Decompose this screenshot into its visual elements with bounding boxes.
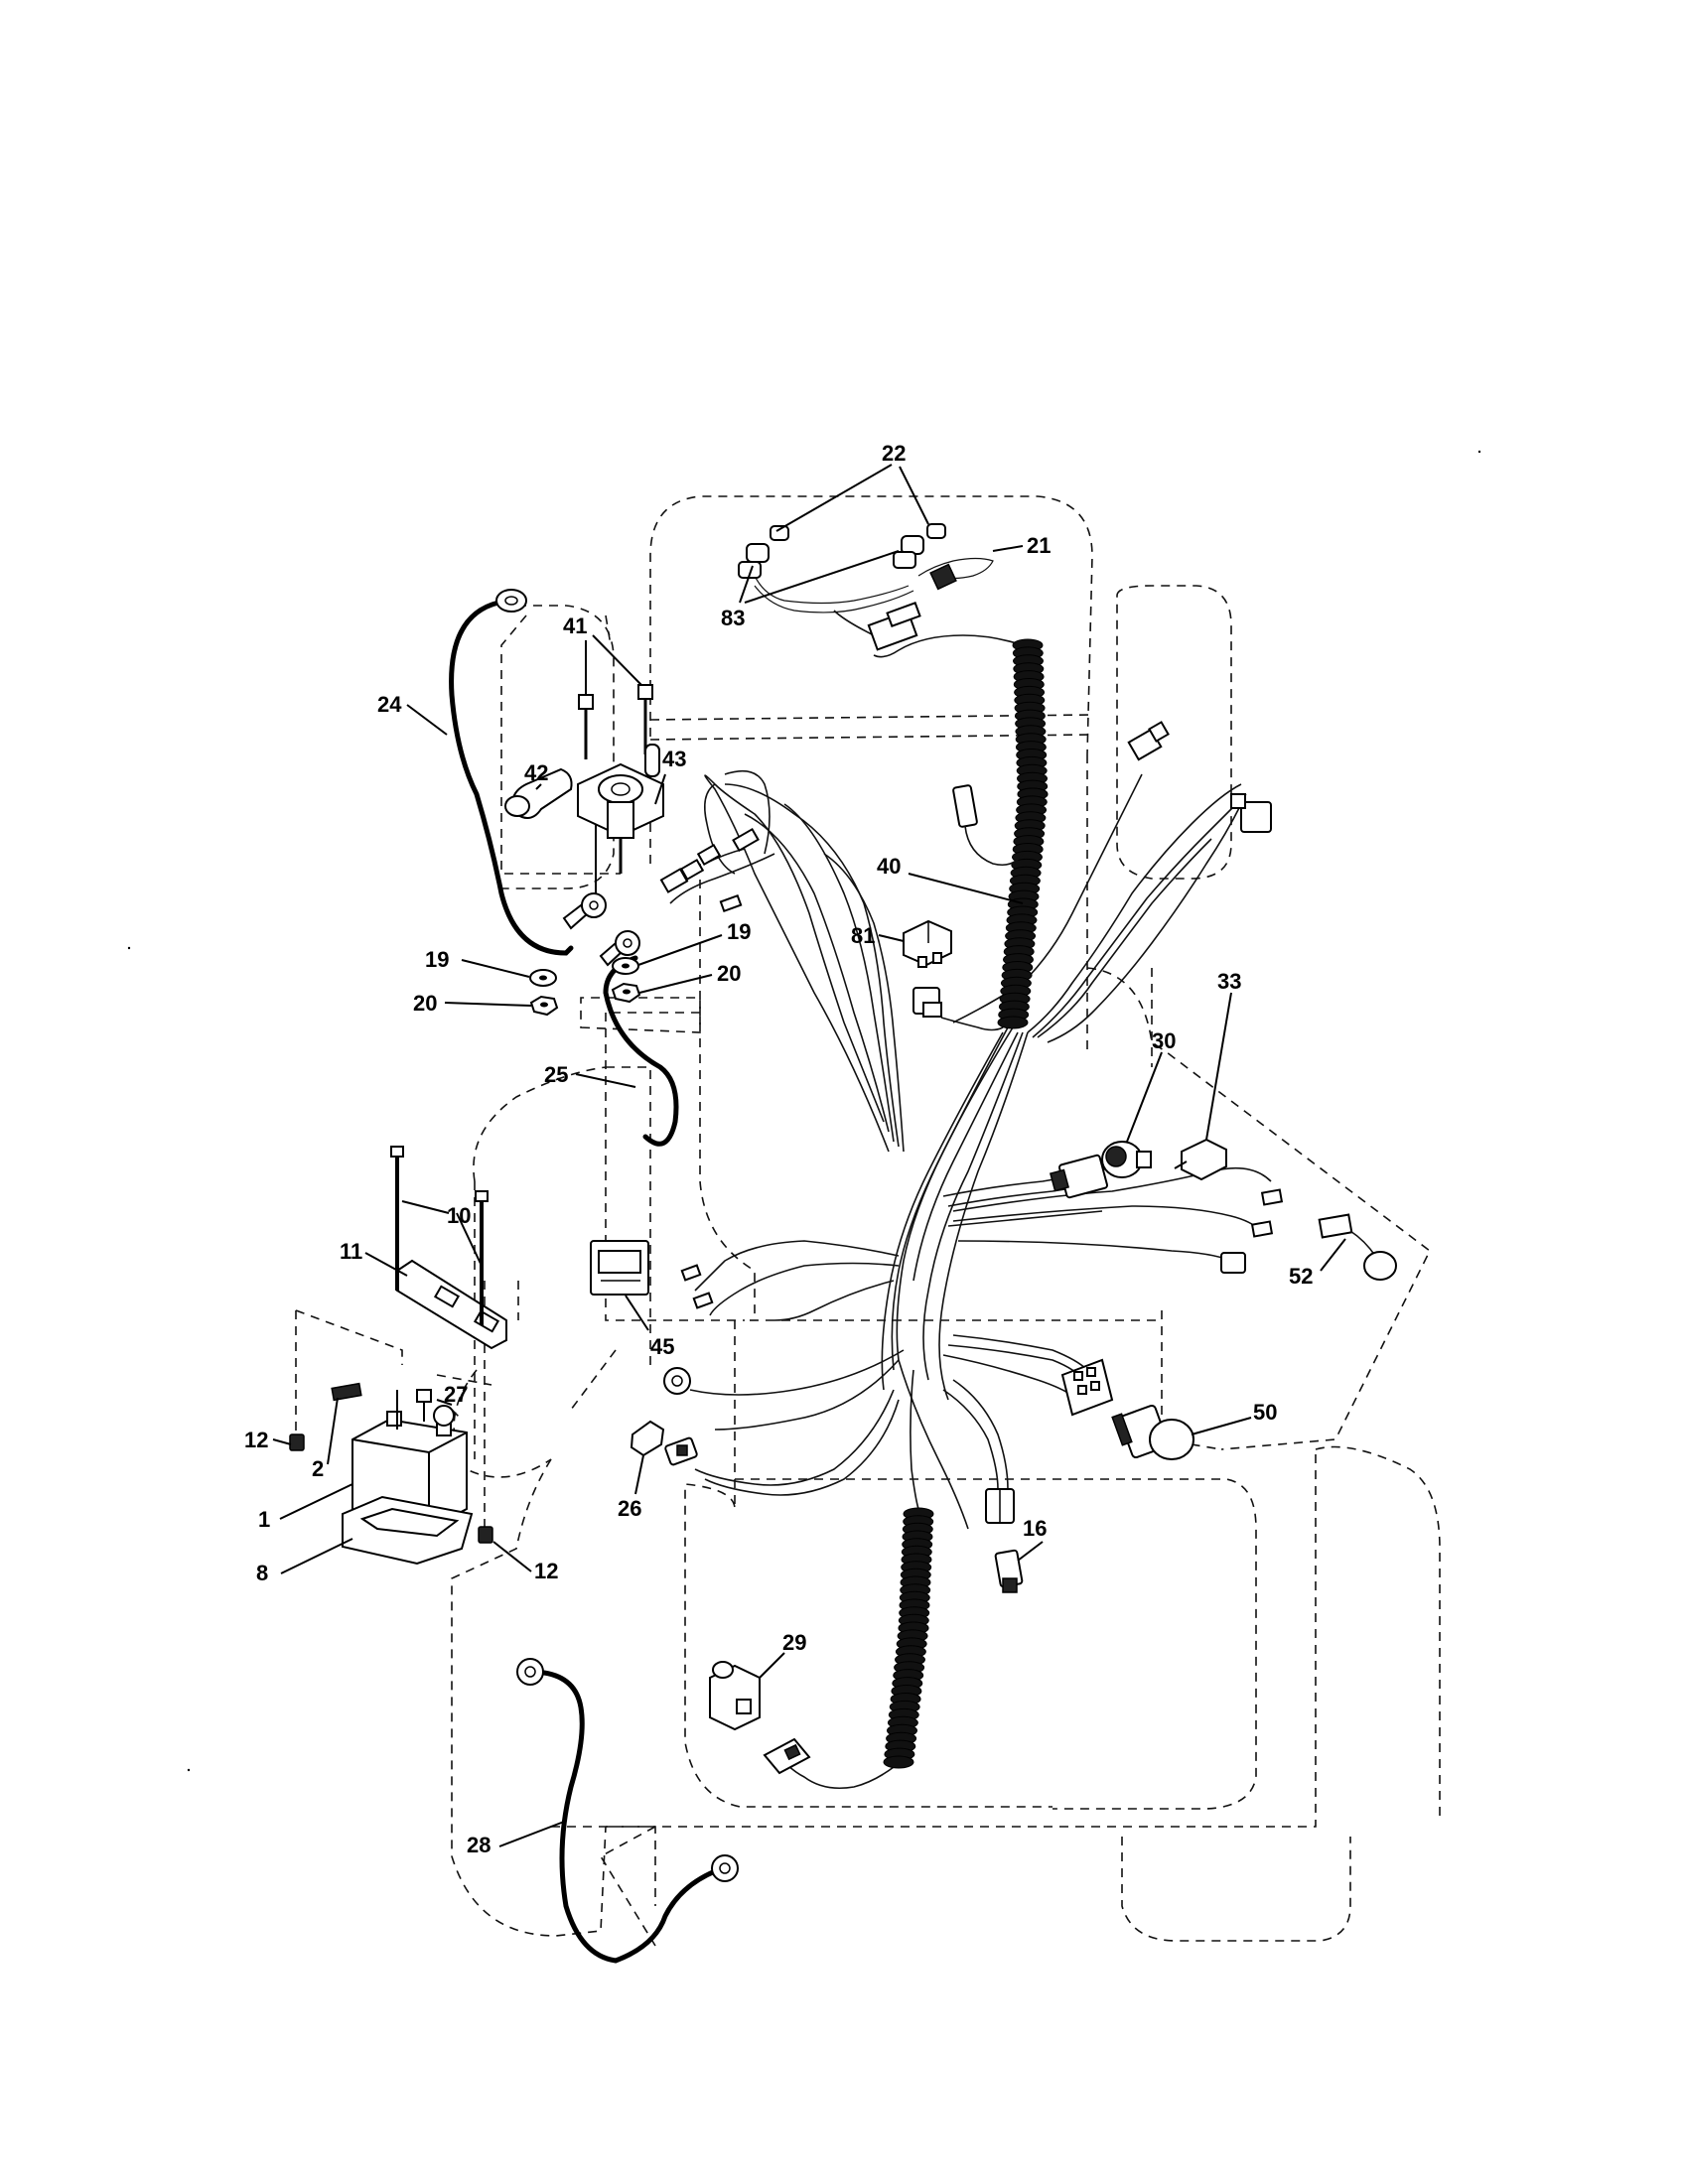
- coil-segment: [883, 1755, 914, 1769]
- callout-2: 2: [312, 1456, 324, 1481]
- seat-switch-29: [709, 1661, 761, 1731]
- connector-29: [763, 1737, 811, 1775]
- ring-terminal-24: [562, 892, 607, 930]
- relay-socket: [912, 987, 942, 1018]
- connector-16: [994, 1549, 1024, 1593]
- callout-40: 40: [877, 854, 901, 879]
- switch-50: [1111, 1404, 1194, 1460]
- callout-28: 28: [467, 1833, 491, 1857]
- wire-harness: [669, 557, 1272, 1790]
- wing-nut-12-right: [478, 1526, 493, 1544]
- battery-terminal-connector: [433, 1405, 455, 1427]
- ring-terminal-25: [599, 930, 640, 967]
- callout-30: 30: [1152, 1028, 1176, 1053]
- connector-6pin: [1060, 1358, 1114, 1417]
- connector-hood-right: [1230, 793, 1272, 833]
- callout-10: 10: [447, 1203, 471, 1228]
- callout-33: 33: [1217, 969, 1241, 994]
- connector-right-3: [1220, 1252, 1246, 1274]
- callout-50: 50: [1253, 1400, 1277, 1425]
- wing-nut-12-left: [289, 1433, 305, 1451]
- switch-33: [1174, 1138, 1227, 1181]
- callout-41: 41: [563, 614, 587, 638]
- callout-24: 24: [377, 692, 402, 717]
- hold-down-rods: [390, 1146, 489, 1325]
- callout-43: 43: [662, 747, 686, 771]
- terminal-nut-27: [416, 1389, 432, 1422]
- washer-19-left: [529, 969, 557, 987]
- component-52: [1318, 1213, 1397, 1281]
- ignition-switch: [1101, 1141, 1152, 1178]
- headlight-socket-right: [893, 523, 946, 569]
- nut-20-left: [529, 995, 559, 1017]
- callout-26: 26: [618, 1496, 641, 1521]
- connector-26-b: [664, 1436, 698, 1466]
- callout-19-left: 19: [425, 947, 449, 972]
- cable-25: [603, 955, 679, 1147]
- hold-down-bracket: [396, 1259, 507, 1350]
- module-45: [590, 1240, 649, 1296]
- cable-28: [516, 1658, 739, 1964]
- callout-22: 22: [882, 441, 906, 466]
- spade-terminals-left: [680, 1264, 714, 1309]
- starter-solenoid: [577, 744, 664, 893]
- coil-loom-29: [883, 1507, 934, 1769]
- callout-11: 11: [340, 1239, 362, 1264]
- battery-tray: [342, 1495, 474, 1566]
- callout-12-left: 12: [244, 1428, 268, 1452]
- leader-lines: [272, 464, 1346, 1847]
- coil-loom-40: [997, 638, 1049, 1029]
- relay: [903, 919, 952, 968]
- terminal-boot: [504, 767, 573, 819]
- spade-terminals: [659, 827, 760, 913]
- connector-hood-right-upper: [1127, 721, 1170, 761]
- callout-29: 29: [782, 1630, 806, 1655]
- callout-83: 83: [721, 606, 745, 630]
- callout-25: 25: [544, 1062, 568, 1087]
- coil-segment: [997, 1016, 1029, 1029]
- callout-45: 45: [650, 1334, 674, 1359]
- callout-21: 21: [1027, 533, 1051, 558]
- harness-connector-dash: [1049, 1154, 1109, 1199]
- callout-81: 81: [851, 923, 875, 948]
- bolt-41-left: [578, 694, 594, 759]
- ring-terminal-harness: [663, 1367, 691, 1395]
- cable-24: [449, 589, 574, 956]
- callout-52: 52: [1289, 1264, 1313, 1289]
- washer-19-right: [612, 957, 639, 975]
- headlight-socket-left: [738, 525, 789, 579]
- terminal-bolt-2: [331, 1382, 362, 1402]
- coil-top-connector: [867, 602, 921, 651]
- callout-42: 42: [524, 760, 548, 785]
- callout-20-left: 20: [413, 991, 437, 1016]
- callout-19-right: 19: [727, 919, 751, 944]
- headlight-connector: [929, 563, 957, 591]
- bolt-41-right: [637, 684, 653, 754]
- callout-16: 16: [1023, 1516, 1047, 1541]
- scan-specks: [127, 450, 1481, 1772]
- nut-20-right: [611, 982, 641, 1004]
- connector-right-1: [1260, 1188, 1284, 1206]
- callout-1: 1: [258, 1507, 270, 1532]
- connector-16-upper: [985, 1488, 1015, 1524]
- connector-26-a: [630, 1420, 665, 1457]
- callout-20-right: 20: [717, 961, 741, 986]
- connector-hood-center: [952, 784, 1024, 867]
- callout-27: 27: [444, 1382, 468, 1407]
- callout-labels: 22 83 21 41 24 42 43 40 81 19 20 19 20 2…: [244, 441, 1313, 1857]
- callout-12-right: 12: [534, 1559, 558, 1583]
- callout-8: 8: [256, 1561, 268, 1585]
- connector-right-2: [1250, 1220, 1274, 1238]
